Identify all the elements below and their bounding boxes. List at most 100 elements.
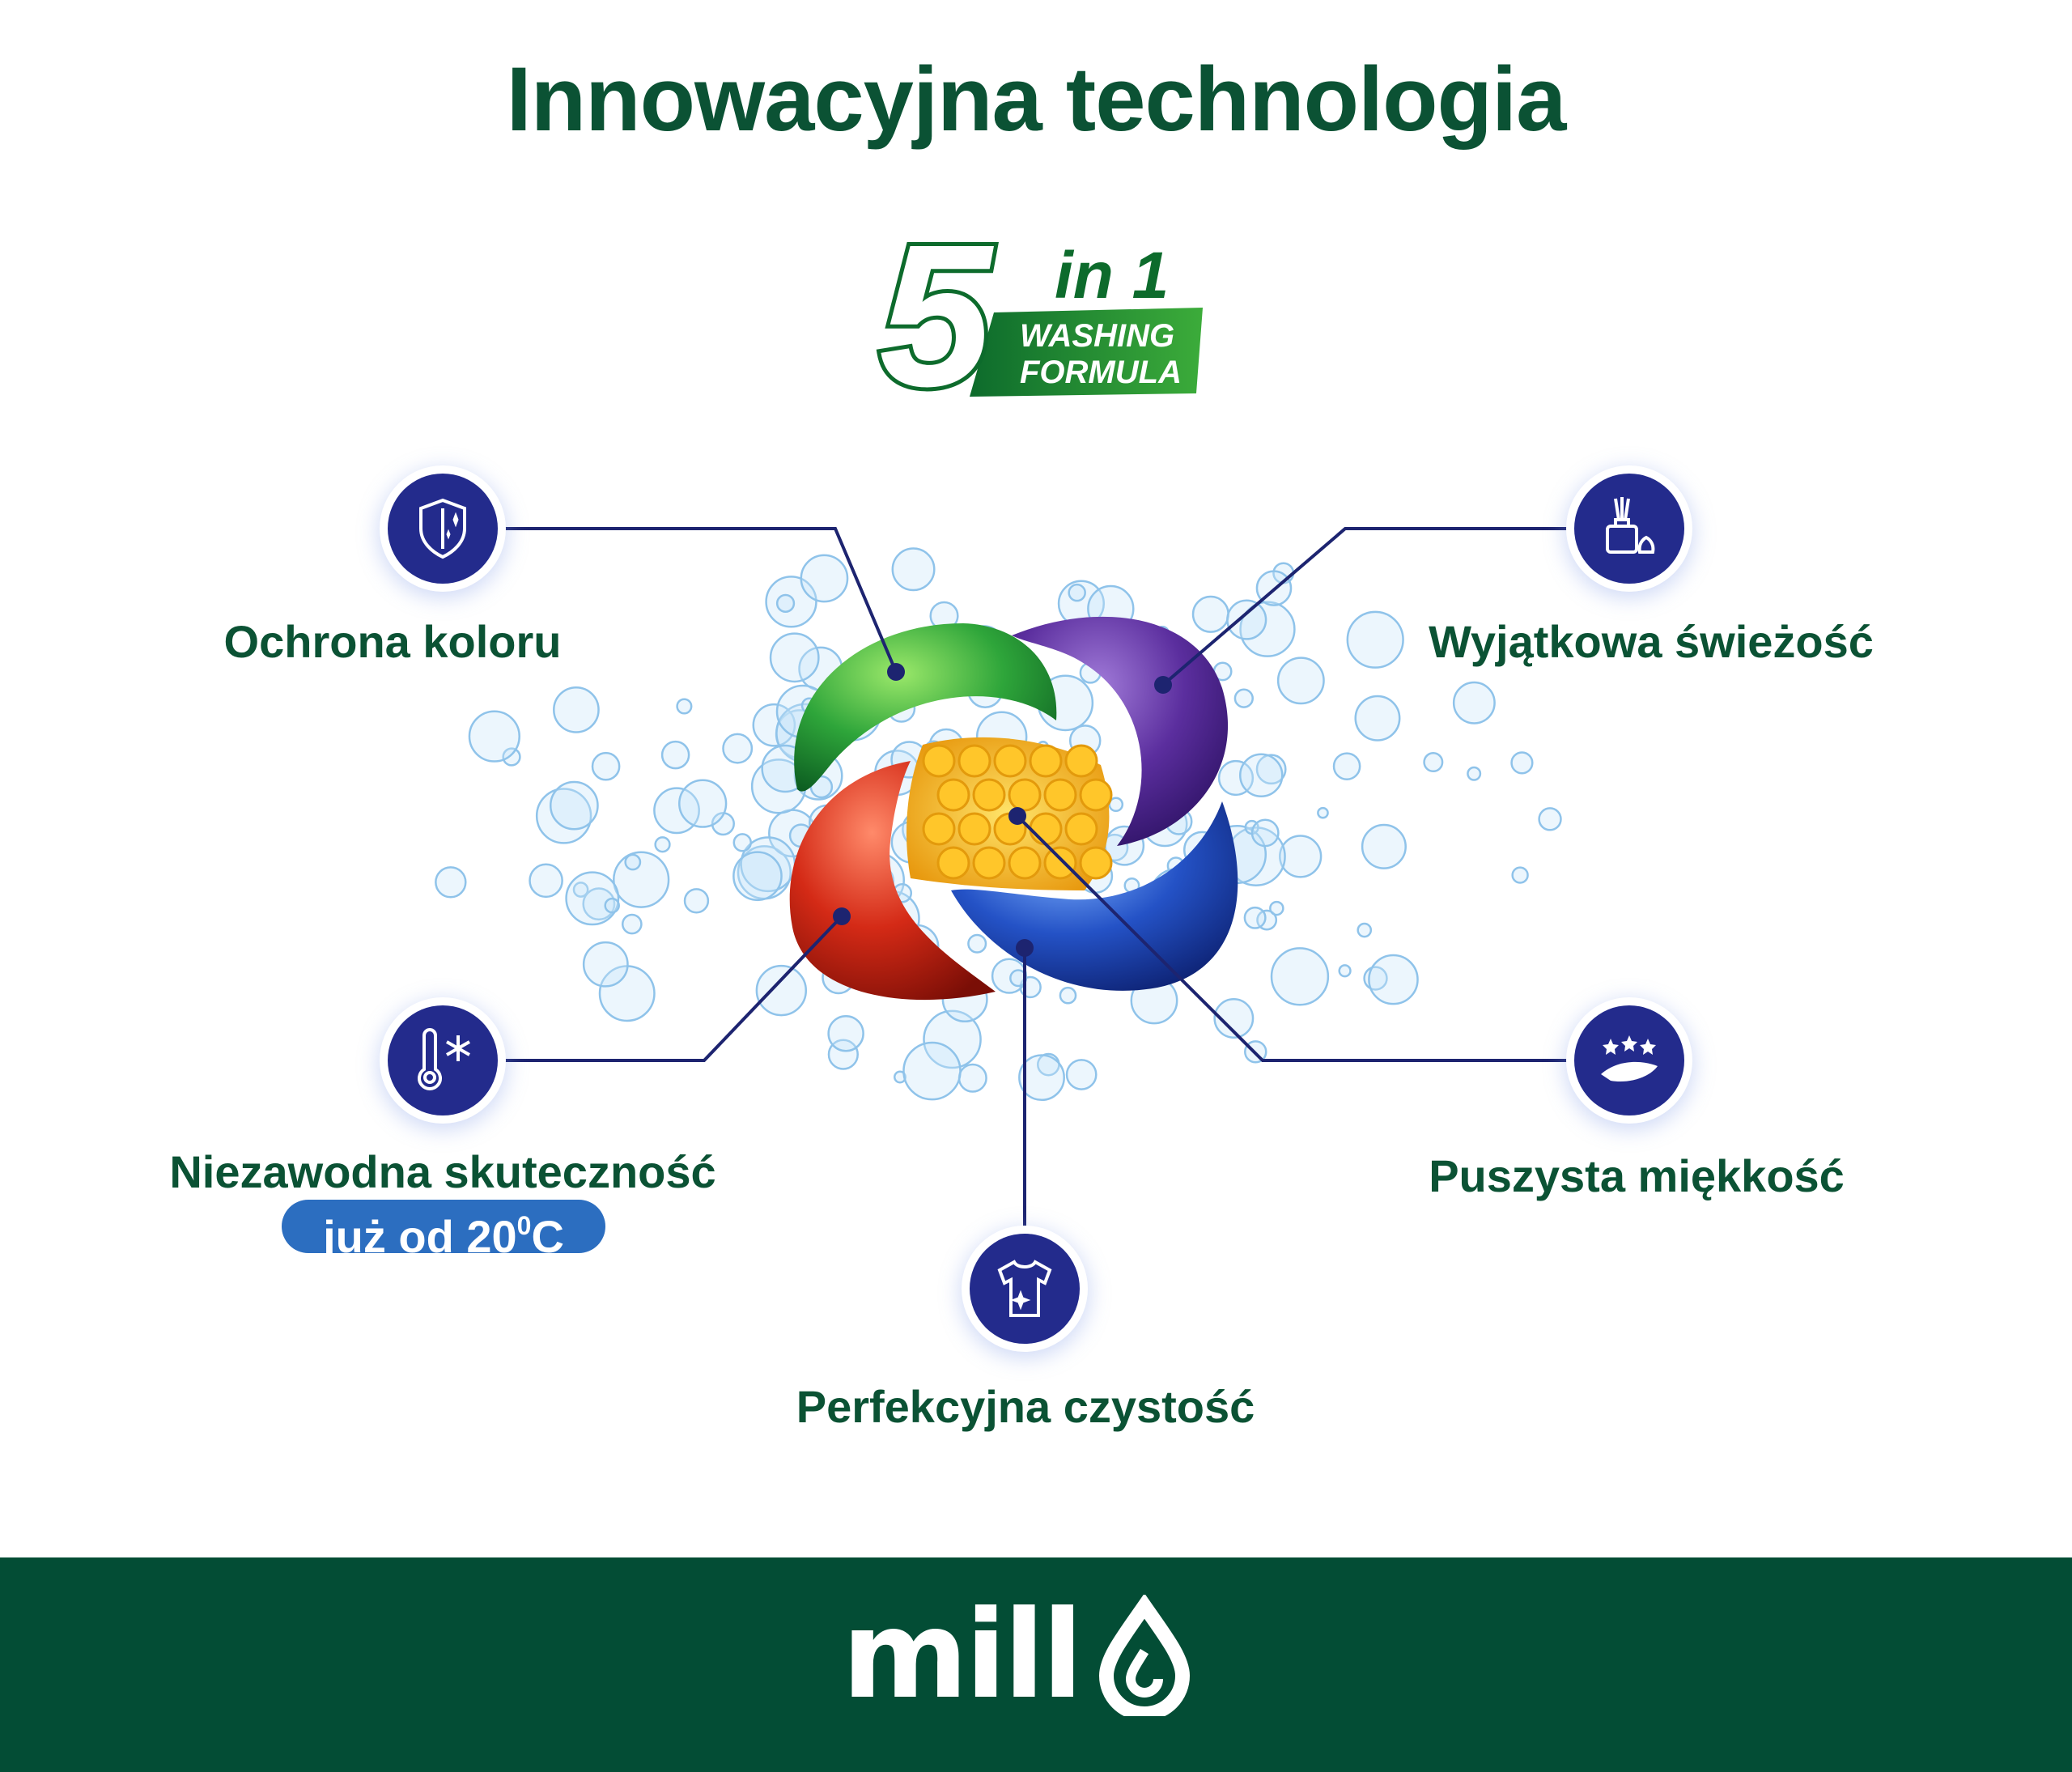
gel-bead [1029,744,1063,778]
svg-text:5: 5 [879,217,994,403]
gel-bead [936,846,970,880]
bubble [755,964,808,1017]
bubble [1239,753,1284,797]
bubble [769,632,820,683]
bubble [775,593,796,613]
gel-bead [957,812,991,846]
bubble [591,751,621,781]
gel-bead [972,846,1006,880]
badge-in-one: in 1 [1055,239,1169,312]
bubble [1213,998,1255,1039]
bubble [1354,695,1401,742]
bubble [923,1009,982,1069]
bubble [722,733,754,764]
feature-cleanliness: Perfekcyjna czystość [796,1381,1255,1432]
bubble [1239,601,1296,657]
bubble [604,897,620,914]
bubble [1452,681,1496,725]
bubble [967,933,987,954]
bubble [752,703,796,747]
bubble [1018,1054,1065,1102]
gel-bead [1043,846,1077,880]
gel-bead [936,778,970,812]
page-title: Innowacyjna technologia [506,49,1567,150]
bubble [676,698,693,715]
green-pod [794,623,1057,792]
bubble [678,779,728,828]
bubble [1357,922,1373,938]
bubble [1233,688,1254,708]
brand-logo: mill [842,1595,1197,1716]
bubble [732,833,752,852]
capsule-illustration [435,527,1573,1236]
bubble [1250,818,1280,848]
water-drop-icon [1098,1595,1190,1716]
bubble [1510,751,1534,775]
gel-bead [957,744,991,778]
bubble [894,1070,906,1084]
bubble [621,913,643,935]
bubble [1338,964,1352,978]
shield-sparkle-icon [388,474,498,584]
bubble [654,836,671,853]
gel-bead [1064,744,1098,778]
bubble [1243,906,1267,929]
gel-bead [972,778,1006,812]
bubble [468,710,520,763]
bubble [549,780,599,831]
feature-softness: Puszysta miękkość [1429,1150,1845,1201]
gel-bead [1079,778,1113,812]
feature-freshness: Wyjątkowa świeżość [1429,616,1874,667]
bubble [1361,823,1407,869]
svg-text:WASHING: WASHING [1020,318,1174,354]
bubble [732,851,783,902]
bubble [1279,835,1323,878]
bubble [624,853,642,871]
bubble [902,1041,962,1101]
bubble [565,871,620,926]
bubble [1346,610,1404,669]
five-in-one-badge: 5 in 1 WASHING FORMULA [875,217,1203,403]
bubble [1191,595,1229,633]
bubble [1276,657,1325,705]
gel-bead [1079,846,1113,880]
red-pod [789,761,996,1001]
gel-bead [1008,846,1042,880]
gel-bead [922,744,956,778]
bubble [827,1014,864,1052]
bubble [1511,866,1529,884]
bubble [1317,806,1329,819]
bubble [1332,752,1361,780]
bubble [529,863,563,899]
svg-text:FORMULA: FORMULA [1020,355,1182,390]
bubble [1269,900,1284,916]
bubble [1059,986,1077,1005]
diffuser-icon [1574,474,1684,584]
bubble [1368,954,1419,1005]
bubble [1226,599,1267,640]
bubble [957,1063,987,1093]
bubble [1068,583,1086,602]
bubble [1467,766,1482,781]
gel-bead [993,744,1027,778]
feather-stars-icon [1574,1005,1684,1115]
bubble [683,888,710,914]
gel-bead [1064,812,1098,846]
bubble [800,554,849,603]
bubble [553,686,600,733]
gel-bead [922,812,956,846]
feature-color-protection: Ochrona koloru [223,616,562,667]
bubble [891,547,936,592]
bubble [1423,752,1444,773]
temperature-pill: już od 200C [282,1200,605,1262]
bubble [502,747,521,767]
bubble [660,740,690,770]
clean-shirt-icon [970,1234,1080,1344]
gel-bead [1029,812,1063,846]
feature-efficiency: Niezawodna skuteczność [169,1146,716,1197]
bubble [1270,947,1330,1006]
bubble [1065,1059,1098,1090]
bubble [582,941,629,988]
bubble [1538,807,1562,831]
bubble [582,887,616,921]
